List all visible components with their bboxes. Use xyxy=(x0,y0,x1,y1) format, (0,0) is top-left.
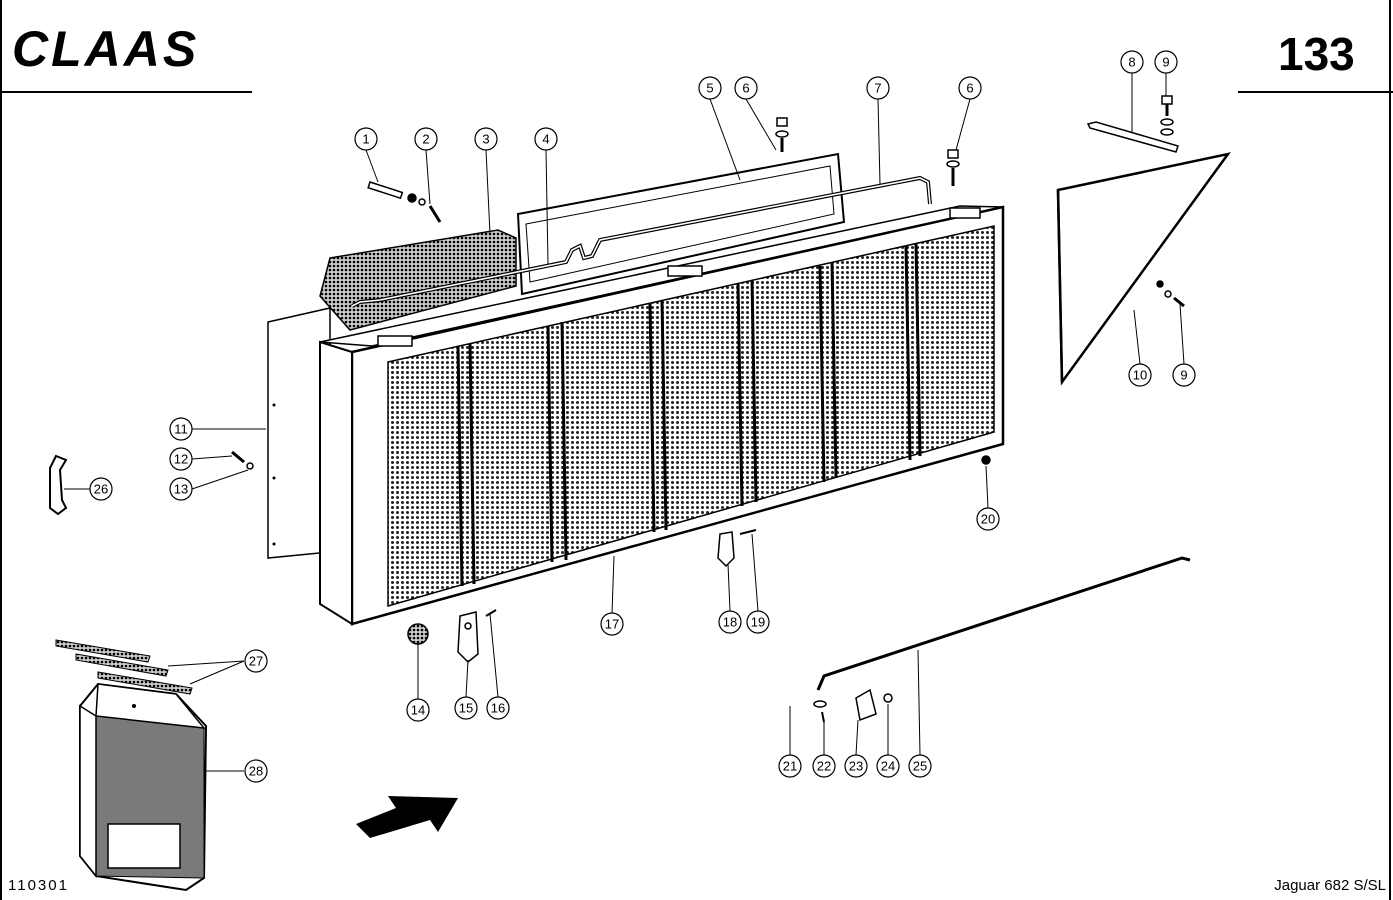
callout-label: 8 xyxy=(1128,55,1135,70)
callout: 9 xyxy=(1154,50,1178,74)
callout: 25 xyxy=(908,754,932,778)
back-plate-hole xyxy=(272,476,276,480)
callout-label: 6 xyxy=(966,81,973,96)
drawing-number: 110301 xyxy=(8,877,69,894)
callout-label: 16 xyxy=(491,701,505,716)
callout: 1 xyxy=(354,127,378,151)
header: CLAAS 133 xyxy=(0,21,1393,93)
callout: 4 xyxy=(534,127,558,151)
callout: 20 xyxy=(976,507,1000,531)
callout-label: 9 xyxy=(1180,368,1187,383)
page-number: 133 xyxy=(1278,28,1355,80)
callout-label: 13 xyxy=(174,482,188,497)
stiffener-bars xyxy=(456,243,922,587)
callout-label: 5 xyxy=(706,81,713,96)
callout-label: 2 xyxy=(422,132,429,147)
callout: 8 xyxy=(1120,50,1144,74)
callout: 17 xyxy=(600,612,624,636)
callout: 2 xyxy=(414,127,438,151)
callout-label: 25 xyxy=(913,759,927,774)
callout-label: 15 xyxy=(459,701,473,716)
callout: 19 xyxy=(746,610,770,634)
callout: 23 xyxy=(844,754,868,778)
top-hinge xyxy=(377,335,413,347)
callout-label: 20 xyxy=(981,512,995,527)
callout: 13 xyxy=(169,477,193,501)
callout-label: 22 xyxy=(817,759,831,774)
callout: 27 xyxy=(244,649,268,673)
callout: 26 xyxy=(89,477,113,501)
box-side xyxy=(319,340,353,626)
callout-label: 19 xyxy=(751,615,765,630)
callout-label: 10 xyxy=(1133,368,1147,383)
handle xyxy=(49,454,68,516)
callout: 9 xyxy=(1172,363,1196,387)
callout-label: 14 xyxy=(411,703,425,718)
callout-label: 7 xyxy=(874,81,881,96)
callout: 18 xyxy=(718,610,742,634)
callout: 24 xyxy=(876,754,900,778)
callout: 7 xyxy=(866,76,890,100)
callout-label: 26 xyxy=(94,482,108,497)
callout: 11 xyxy=(169,417,193,441)
direction-arrow-icon xyxy=(356,796,458,838)
callout-label: 24 xyxy=(881,759,895,774)
seal-tube-inner xyxy=(351,177,931,307)
callout: 16 xyxy=(486,696,510,720)
callout-label: 23 xyxy=(849,759,863,774)
top-hinge xyxy=(949,207,981,219)
callout: 6 xyxy=(734,76,758,100)
callout: 21 xyxy=(778,754,802,778)
callout: 15 xyxy=(454,696,478,720)
brand-logo: CLAAS xyxy=(12,21,199,77)
callout: 3 xyxy=(474,127,498,151)
callout: 22 xyxy=(812,754,836,778)
callout: 5 xyxy=(698,76,722,100)
callout-label: 9 xyxy=(1162,55,1169,70)
callout-label: 17 xyxy=(605,617,619,632)
box-mesh xyxy=(387,225,995,607)
callout-label: 21 xyxy=(783,759,797,774)
cover xyxy=(79,682,208,892)
callouts: 1 2 3 4 5 6 6 7 8 9 9 10 11 12 13 14 15 … xyxy=(89,50,1196,783)
callout: 6 xyxy=(958,76,982,100)
callout-label: 6 xyxy=(742,81,749,96)
callout-label: 28 xyxy=(249,764,263,779)
side-plate xyxy=(1056,152,1231,386)
leader-lines xyxy=(64,73,1185,772)
back-plate-hole xyxy=(272,542,276,546)
callout-label: 4 xyxy=(542,132,549,147)
top-hinge xyxy=(667,265,703,277)
strap xyxy=(1086,121,1179,153)
callout-label: 12 xyxy=(174,452,188,467)
callout-label: 1 xyxy=(362,132,369,147)
callout-label: 27 xyxy=(249,654,263,669)
seal-strips xyxy=(55,639,193,695)
callout-label: 18 xyxy=(723,615,737,630)
callout: 12 xyxy=(169,447,193,471)
back-plate-hole xyxy=(272,403,276,407)
main-screen-box xyxy=(319,205,1005,626)
support-rod xyxy=(816,556,1191,691)
rear-mesh-panel xyxy=(319,229,517,331)
rear-frame xyxy=(516,152,846,296)
callout: 28 xyxy=(244,759,268,783)
callout: 14 xyxy=(406,698,430,722)
callout: 10 xyxy=(1128,363,1152,387)
model-name: Jaguar 682 S/SL xyxy=(1274,877,1386,894)
hardware xyxy=(231,95,1185,723)
callout-label: 3 xyxy=(482,132,489,147)
callout-label: 11 xyxy=(174,422,188,437)
